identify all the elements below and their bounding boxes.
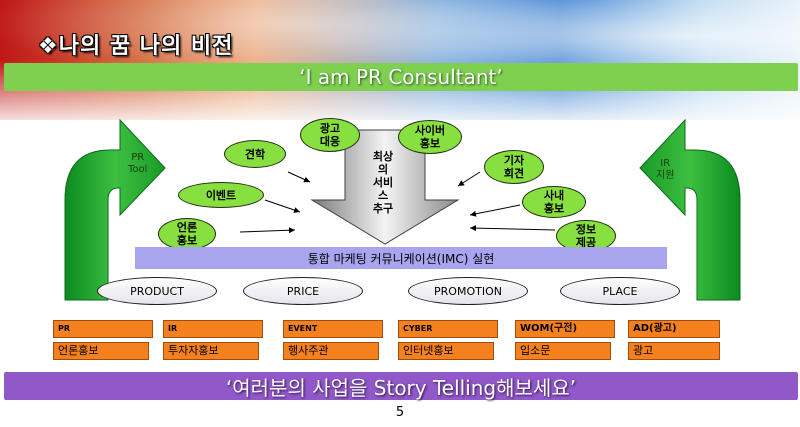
bubble-press: 기자 회견 <box>484 150 544 184</box>
pill-place: PLACE <box>560 277 680 305</box>
tool-tag-ad: AD(광고) <box>628 320 720 338</box>
tool-tag-pr: PR <box>53 320 153 338</box>
slogan-bar: ‘여러분의 사업을 Story Telling해보세요’ <box>4 372 798 400</box>
imc-bar: 통합 마케팅 커뮤니케이션(IMC) 실현 <box>135 247 667 269</box>
left-curve-arrow <box>64 118 166 301</box>
tool-label-wom: 입소문 <box>515 342 611 360</box>
tool-tag-wom: WOM(구전) <box>515 320 615 338</box>
tool-tag-ir: IR <box>163 320 263 338</box>
page-number: 5 <box>395 405 405 420</box>
tool-label-pr: 언론홍보 <box>53 342 149 360</box>
bubble-event: 이벤트 <box>178 182 264 208</box>
pill-product: PRODUCT <box>97 277 217 305</box>
pill-promotion: PROMOTION <box>408 277 528 305</box>
bubble-cyber-pr: 사이버 홍보 <box>398 120 462 154</box>
right-curve-arrow <box>639 118 741 301</box>
left-curve-label: PR Tool <box>128 152 148 175</box>
pill-price: PRICE <box>243 277 363 305</box>
tool-tag-event: EVENT <box>283 320 383 338</box>
motto-bar: ‘I am PR Consultant’ <box>4 63 798 91</box>
bubble-internal-pr: 사내 홍보 <box>522 186 586 218</box>
tool-label-ad: 광고 <box>628 342 720 360</box>
tool-tag-cyber: CYBER <box>398 320 498 338</box>
tool-label-cyber: 인터넷홍보 <box>398 342 494 360</box>
motto-text: ‘I am PR Consultant’ <box>299 65 503 89</box>
tool-label-ir: 투자자홍보 <box>163 342 259 360</box>
bubble-tour: 견학 <box>224 140 286 168</box>
slogan-text: ‘여러분의 사업을 Story Telling해보세요’ <box>225 375 577 400</box>
slide-title: ❖나의 꿈 나의 비전 <box>38 34 234 59</box>
right-curve-label: IR 지원 <box>656 158 675 181</box>
tool-label-event: 행사주관 <box>283 342 379 360</box>
center-arrow-text: 최상의 서비스 추구 <box>372 150 394 215</box>
bubble-info-offer: 정보 제공 <box>556 220 616 252</box>
bubble-ad-response: 광고 대응 <box>300 118 360 152</box>
bubble-media-pr: 언론 홍보 <box>158 218 216 250</box>
